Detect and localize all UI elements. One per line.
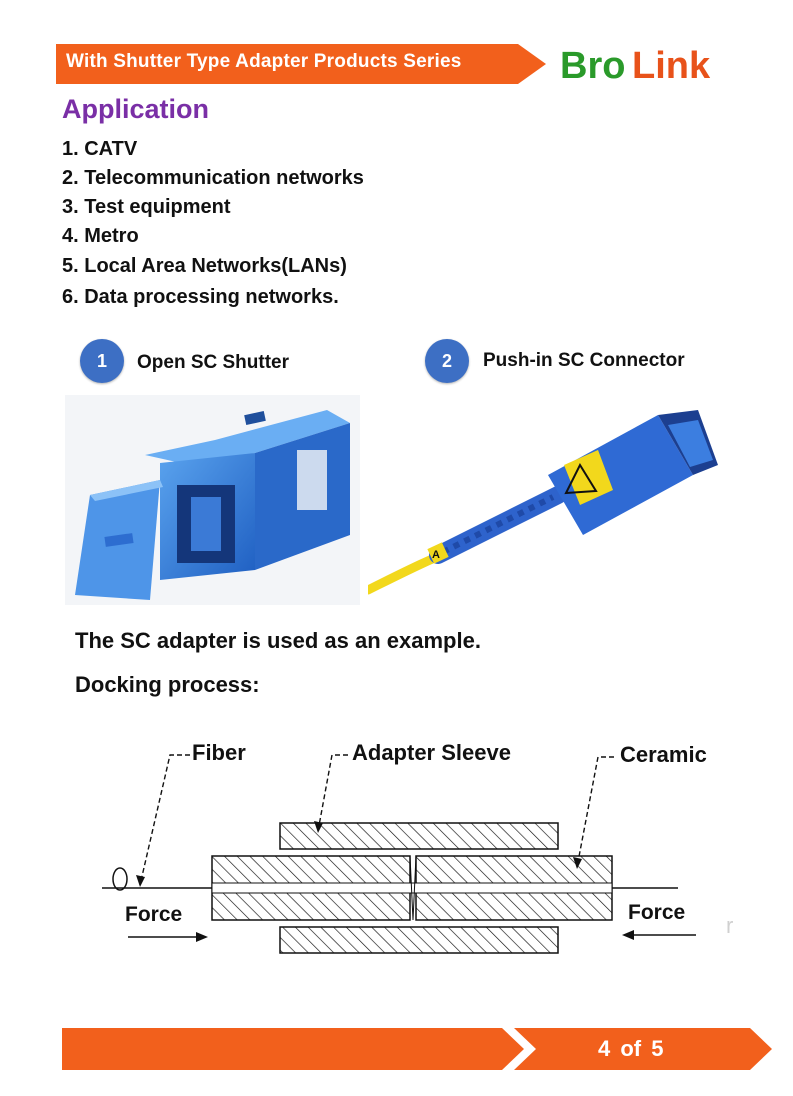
adapter-sleeve-label: Adapter Sleeve bbox=[352, 740, 511, 765]
brand-part2: Link bbox=[632, 45, 711, 87]
example-statement: The SC adapter is used as an example. bbox=[75, 628, 481, 653]
header-banner bbox=[56, 44, 546, 84]
application-item: 6. Data processing networks. bbox=[62, 286, 339, 308]
adapter-sleeve-bottom bbox=[279, 926, 559, 954]
callout-number-2: 2 bbox=[425, 339, 469, 383]
application-item: 5. Local Area Networks(LANs) bbox=[62, 255, 347, 277]
docking-title: Docking process: bbox=[75, 672, 260, 697]
header-title: With Shutter Type Adapter Products Serie… bbox=[66, 51, 462, 72]
adapter-sleeve-top bbox=[279, 822, 559, 850]
application-item: 2. Telecommunication networks bbox=[62, 167, 364, 189]
brand-part1: Bro bbox=[560, 45, 625, 87]
force-right-label: Force bbox=[628, 901, 685, 924]
fiber-label: Fiber bbox=[192, 740, 246, 765]
brolink-logo-icon: Bro Link bbox=[560, 45, 711, 87]
application-item: 3. Test equipment bbox=[62, 196, 231, 218]
footer-banner bbox=[62, 1028, 772, 1070]
sc-shutter-adapter-photo bbox=[65, 395, 360, 605]
sc-connector-photo: A bbox=[368, 410, 718, 595]
application-title: Application bbox=[62, 94, 209, 124]
docking-diagram: Fiber Adapter Sleeve Ceramic Force Force… bbox=[102, 740, 733, 954]
application-item: 4. Metro bbox=[62, 225, 139, 247]
application-item: 1. CATV bbox=[62, 138, 138, 160]
callout-number-1: 1 bbox=[80, 339, 124, 383]
force-left-label: Force bbox=[125, 903, 182, 926]
callout-label-2: Push-in SC Connector bbox=[483, 350, 685, 371]
callout-label-1: Open SC Shutter bbox=[137, 352, 290, 373]
stray-mark: r bbox=[726, 913, 733, 938]
page-indicator: 4 of 5 bbox=[598, 1036, 664, 1061]
ceramic-label: Ceramic bbox=[620, 742, 707, 767]
connector-marker: A bbox=[432, 549, 440, 561]
